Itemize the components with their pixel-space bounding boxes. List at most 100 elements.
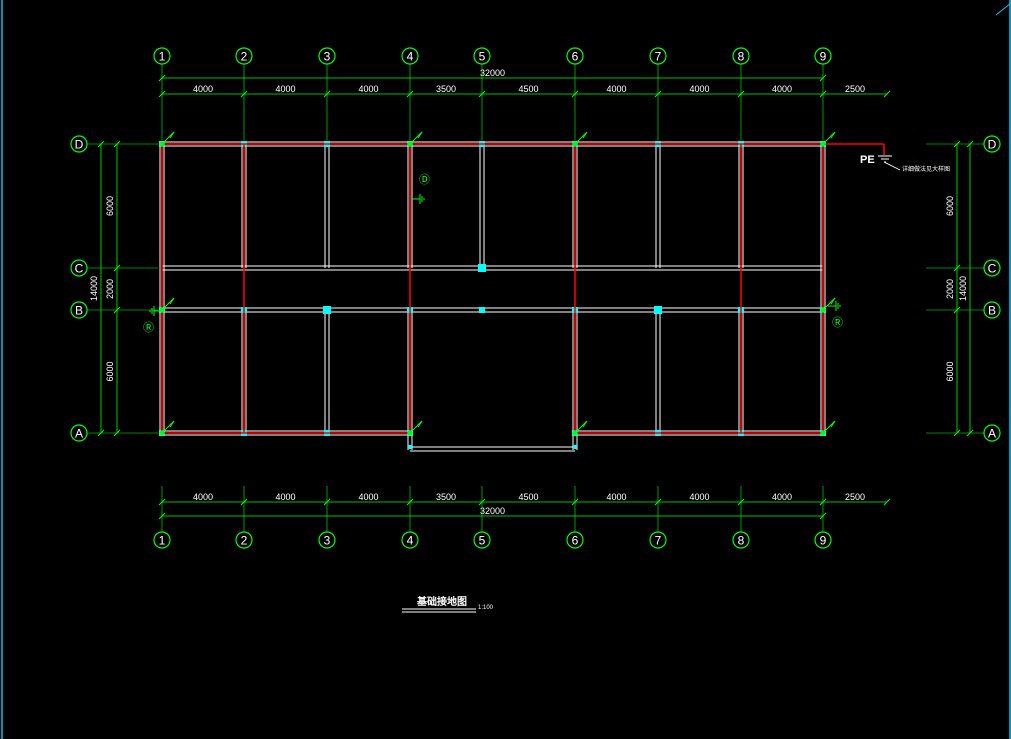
dim-text: 4000 xyxy=(193,492,213,502)
axis-bubble-top-3-label: 3 xyxy=(324,50,331,64)
grounding-arrow xyxy=(822,131,836,145)
grounding-arrow xyxy=(169,131,175,139)
dim-text: 4000 xyxy=(606,84,626,94)
axis-bubble-left-D-label: D xyxy=(75,138,84,152)
ground-test-point-d: Ⓓ xyxy=(419,173,430,186)
dim-text: 2000 xyxy=(105,279,115,299)
dim-text: 4000 xyxy=(275,84,295,94)
foundation-plan xyxy=(159,141,826,452)
grounding-arrow xyxy=(161,420,175,434)
grounding-arrow xyxy=(169,420,175,428)
dim-text: 4000 xyxy=(689,492,709,502)
resistance-test-symbol-left: Ⓡ xyxy=(143,321,154,334)
dim-text: 2000 xyxy=(945,279,955,299)
drawing-scale: 1:100 xyxy=(478,605,494,611)
axis-bubble-bottom-7-label: 7 xyxy=(655,534,662,548)
dim-total-text: 14000 xyxy=(958,276,968,301)
grounding-arrow xyxy=(417,420,423,428)
dim-text: 4000 xyxy=(606,492,626,502)
grounding-arrow xyxy=(830,420,836,428)
resistance-test-symbol-right: Ⓡ xyxy=(832,316,843,329)
axis-bubble-top-4-label: 4 xyxy=(407,50,414,64)
grounding-arrow xyxy=(582,131,588,139)
dim-text: 4000 xyxy=(193,84,213,94)
dimension-lines: 32000 4000 4000 4000 3500 4500 4000 4000 4000 250… xyxy=(89,68,974,520)
dim-text: 6000 xyxy=(105,196,115,216)
grounding-arrow xyxy=(169,297,175,305)
grounding-arrow xyxy=(830,297,836,305)
dim-text: 4500 xyxy=(518,84,538,94)
dim-total-text: 32000 xyxy=(480,68,505,78)
axis-bubble-top-9-label: 9 xyxy=(820,50,827,64)
axis-bubble-left-A-label: A xyxy=(75,427,83,441)
axis-bubble-left-C-label: C xyxy=(75,262,84,276)
column xyxy=(478,264,486,272)
ground-test-symbol: Ⓓ xyxy=(419,173,430,186)
axis-bubble-top-1-label: 1 xyxy=(159,50,166,64)
drawing-title-block: 基础接地图 1:100 xyxy=(402,595,494,613)
axis-bubble-right-A-label: A xyxy=(988,427,996,441)
resistance-test-left: Ⓡ xyxy=(143,321,154,334)
grounding-arrow xyxy=(574,420,588,434)
dim-tick xyxy=(883,498,891,506)
dim-text: 6000 xyxy=(105,361,115,381)
pe-terminal: PE 详细做法见大样图 xyxy=(860,154,950,173)
viewport-corner-mark xyxy=(995,2,1011,16)
grounding-arrow xyxy=(409,131,423,145)
axis-bubble-top-8-label: 8 xyxy=(738,50,745,64)
resistance-test-right: Ⓡ xyxy=(832,316,843,329)
axis-bubble-bottom-6-label: 6 xyxy=(572,534,579,548)
grounding-arrow xyxy=(574,131,588,145)
dim-text: 3500 xyxy=(436,492,456,502)
axis-bubble-bottom-8-label: 8 xyxy=(738,534,745,548)
column xyxy=(408,445,412,449)
column xyxy=(654,306,662,314)
dim-text: 4500 xyxy=(518,492,538,502)
dim-text: 4000 xyxy=(358,492,378,502)
pe-label: PE xyxy=(860,154,875,166)
dim-text: 4000 xyxy=(689,84,709,94)
grounding-arrow xyxy=(830,131,836,139)
axis-bubble-right-C-label: C xyxy=(988,262,997,276)
axis-bubble-bottom-2-label: 2 xyxy=(241,534,248,548)
grounding-arrow xyxy=(822,297,836,311)
dim-text: 4000 xyxy=(772,492,792,502)
dim-text: 2500 xyxy=(845,84,865,94)
axis-bubble-bottom-5-label: 5 xyxy=(479,534,486,548)
dim-text: 4000 xyxy=(358,84,378,94)
drawing-title: 基础接地图 xyxy=(416,595,467,608)
column xyxy=(573,445,577,449)
dim-text: 4000 xyxy=(275,492,295,502)
dim-text: 4000 xyxy=(772,84,792,94)
pe-note-leader xyxy=(883,161,901,171)
dim-text: 6000 xyxy=(945,361,955,381)
dim-total-text: 32000 xyxy=(480,506,505,516)
grounding-arrow xyxy=(822,420,836,434)
axis-bubble-left-B-label: B xyxy=(75,304,83,318)
axis-bubble-bottom-9-label: 9 xyxy=(820,534,827,548)
column xyxy=(323,306,331,314)
axis-bubble-bottom-4-label: 4 xyxy=(407,534,414,548)
axis-bubble-top-2-label: 2 xyxy=(241,50,248,64)
pe-note: 详细做法见大样图 xyxy=(902,165,950,173)
dim-text: 3500 xyxy=(436,84,456,94)
axis-bubble-bottom-3-label: 3 xyxy=(324,534,331,548)
grounding-arrow xyxy=(161,131,175,145)
axis-bubble-top-6-label: 6 xyxy=(572,50,579,64)
axis-bubble-right-B-label: B xyxy=(988,304,996,318)
axis-bubble-bottom-1-label: 1 xyxy=(159,534,166,548)
axis-bubble-right-D-label: D xyxy=(988,138,997,152)
grounding-arrow xyxy=(582,420,588,428)
grounding-arrow xyxy=(161,297,175,311)
dim-tick xyxy=(883,90,891,98)
dim-text: 2500 xyxy=(845,492,865,502)
grounding-system xyxy=(149,131,901,436)
grounding-arrow xyxy=(417,131,423,139)
axis-bubble-top-5-label: 5 xyxy=(479,50,486,64)
grounding-arrow xyxy=(409,420,423,434)
column xyxy=(479,307,485,313)
dim-text: 6000 xyxy=(945,196,955,216)
